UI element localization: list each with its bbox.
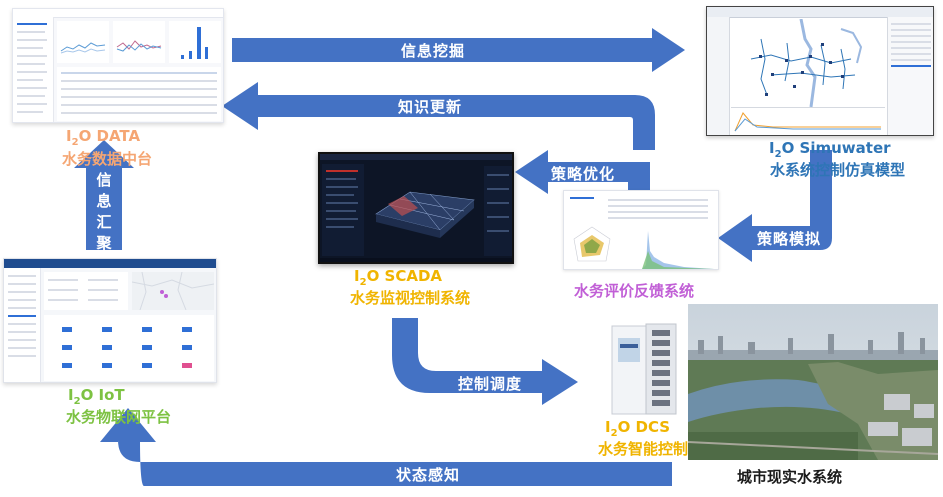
simuwater-en-title: I2O Simuwater: [769, 139, 891, 160]
dcs-en-title: I2O DCS: [605, 418, 671, 439]
arrow-info-mining: [232, 28, 685, 72]
arrow-info-aggregate: [74, 140, 134, 250]
label-state-sensing: 状态感知: [396, 466, 461, 484]
city-water-system-label: 城市现实水系统: [737, 468, 843, 486]
city-water-photo: [688, 304, 938, 460]
label-strategy-optimize: 策略优化: [551, 165, 616, 183]
evaluation-screenshot: [563, 190, 719, 270]
iot-cn-title: 水务物联网平台: [66, 408, 172, 426]
scada-en-title: I2O SCADA: [354, 267, 443, 288]
data-platform-en-title: I2O DATA: [66, 127, 141, 148]
data-platform-cn-title: 水务数据中台: [62, 150, 153, 168]
scada-screenshot: [318, 152, 514, 264]
arrow-state-sensing: [100, 408, 672, 486]
arrow-strategy-optimize: [515, 150, 650, 196]
label-info-mining: 信息挖掘: [401, 42, 466, 60]
arrow-knowledge-update: [222, 82, 655, 150]
simuwater-screenshot: [706, 6, 934, 136]
iot-en-title: I2O IoT: [68, 386, 125, 407]
arrow-strategy-simulate: [718, 150, 832, 262]
dcs-cabinet-image: [598, 320, 680, 416]
data-platform-screenshot: [12, 8, 224, 123]
label-info-aggregate: 信 息 汇 聚: [96, 171, 112, 252]
arrow-control-dispatch: [392, 318, 578, 405]
iot-screenshot: [3, 258, 217, 383]
simuwater-cn-title: 水系统控制仿真模型: [770, 161, 906, 179]
scada-cn-title: 水务监视控制系统: [350, 289, 471, 307]
label-strategy-simulate: 策略模拟: [757, 230, 822, 248]
evaluation-cn-title: 水务评价反馈系统: [574, 282, 695, 300]
label-control-dispatch: 控制调度: [458, 375, 523, 393]
label-knowledge-update: 知识更新: [398, 98, 463, 116]
